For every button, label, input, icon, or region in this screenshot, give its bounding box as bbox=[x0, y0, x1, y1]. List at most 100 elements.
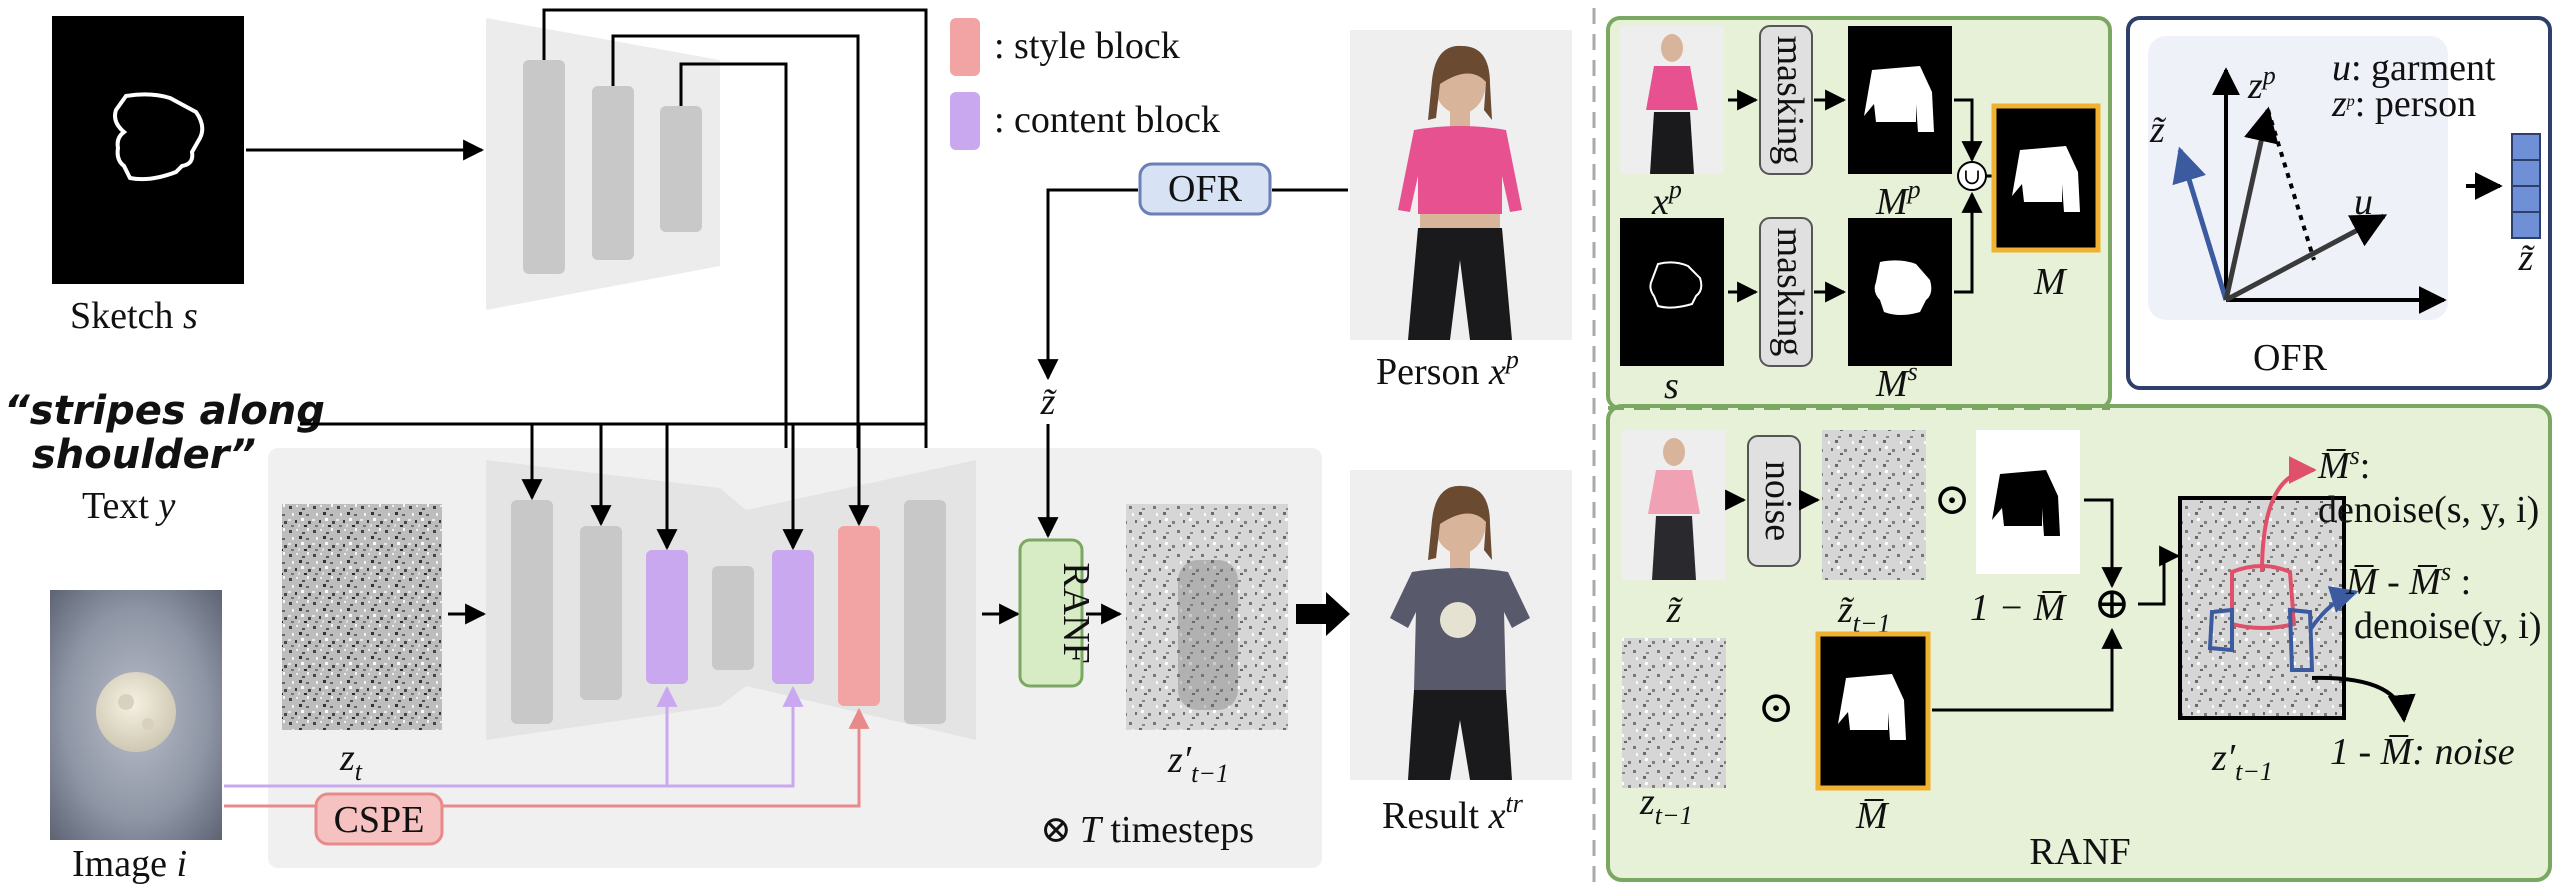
result-arrow bbox=[1296, 592, 1350, 636]
legend-content-label: : content block bbox=[994, 99, 1220, 141]
xp-head bbox=[1661, 34, 1683, 62]
text-quote-line1: “stripes along bbox=[4, 388, 325, 434]
moon bbox=[96, 672, 176, 752]
text-quote-line2: shoulder” bbox=[32, 432, 256, 478]
person-jeans bbox=[1408, 228, 1512, 340]
masking-label-1: masking bbox=[1769, 36, 1811, 165]
Ms-to-union bbox=[1954, 191, 1983, 294]
control-line-1 bbox=[542, 8, 937, 501]
z-t1-label: zt−1 bbox=[1639, 781, 1693, 830]
ranf-zprime-label: z′t−1 bbox=[2211, 737, 2273, 786]
control-line-3 bbox=[679, 62, 797, 549]
zprime-image bbox=[1126, 504, 1288, 730]
ann3-arrow bbox=[2311, 675, 2416, 723]
sketch-outline bbox=[113, 92, 205, 182]
sketch-caption: Sketch s bbox=[70, 295, 198, 337]
encoder-block-1 bbox=[523, 60, 565, 274]
ofr-to-ztilde-line bbox=[1037, 188, 1138, 381]
result-moon-print bbox=[1440, 602, 1476, 638]
ofr-vector-u bbox=[2224, 213, 2388, 303]
masking-box-2 bbox=[1759, 217, 1813, 367]
noise-label: noise bbox=[1757, 461, 1799, 541]
ann1-line1: M̅s: bbox=[2317, 441, 2370, 487]
ofr-panel-title: OFR bbox=[2253, 337, 2328, 379]
person-hair bbox=[1428, 45, 1492, 120]
masking-label-2: masking bbox=[1769, 228, 1811, 357]
union-symbol: ∪ bbox=[1963, 164, 1981, 189]
inverse-mask-shape bbox=[1992, 470, 2060, 536]
timesteps-label: ⊗T timesteps bbox=[1040, 809, 1254, 851]
result-neck bbox=[1450, 550, 1470, 568]
ofr-plot-area bbox=[2148, 36, 2448, 320]
ranf-ztilde-jeans bbox=[1652, 516, 1696, 580]
masking-box-1 bbox=[1759, 25, 1813, 175]
Mbar-mask bbox=[1815, 631, 1931, 791]
ranf-ztilde-label: z̃ bbox=[1666, 589, 1684, 631]
unet-content-block-1 bbox=[646, 550, 688, 684]
ofr-vector-zp bbox=[2223, 106, 2279, 301]
unet-block-mid bbox=[712, 566, 754, 670]
ofr-box bbox=[1138, 162, 1272, 216]
Ms-label: Ms bbox=[1875, 357, 1918, 405]
Mbar-to-oplus bbox=[1932, 627, 2123, 712]
encoder-block-3 bbox=[660, 106, 702, 232]
ofr-legend-u: u: garment bbox=[2332, 47, 2496, 89]
text-caption: Text y bbox=[82, 485, 175, 527]
Mbar-label: M̅ bbox=[1855, 795, 1890, 837]
xp-label: xp bbox=[1651, 175, 1682, 223]
zt-label: zt bbox=[339, 737, 363, 786]
unet-block-2 bbox=[580, 526, 622, 700]
image-caption: Image i bbox=[72, 843, 187, 885]
M-label: M bbox=[2033, 261, 2068, 303]
control-line-2 bbox=[611, 34, 869, 529]
s-label: s bbox=[1664, 365, 1679, 407]
ofr-output-stack bbox=[2511, 133, 2541, 239]
xp-top bbox=[1646, 66, 1698, 110]
oplus-to-result bbox=[2138, 545, 2181, 606]
legend-style-label: : style block bbox=[994, 25, 1180, 67]
Mbar-shape bbox=[1838, 674, 1906, 740]
cspe-box bbox=[314, 792, 444, 846]
ofr-axis-u-label: u bbox=[2354, 181, 2373, 223]
legend-content-swatch bbox=[950, 92, 980, 150]
ranf-ztilde-top bbox=[1648, 470, 1700, 514]
person-caption: Person xp bbox=[1376, 345, 1519, 393]
ranf-region-red bbox=[2230, 564, 2297, 630]
s-thumb bbox=[1620, 218, 1724, 366]
ofr-box-label: OFR bbox=[1168, 168, 1243, 210]
ranf-region-blue-right bbox=[2287, 607, 2315, 672]
ranf-box bbox=[1018, 538, 1084, 688]
ztilde-label: z̃ bbox=[1040, 381, 1058, 423]
ranf-region-blue-left bbox=[2207, 607, 2234, 653]
mask-to-oplus bbox=[2084, 498, 2123, 589]
ann2-arrow bbox=[2308, 586, 2359, 632]
result-hair bbox=[1428, 485, 1492, 560]
ann2-line1: M̅ - M̅s : bbox=[2345, 557, 2471, 603]
ann3-label: 1 - M̅: noise bbox=[2330, 731, 2515, 773]
ofr-axis-ztilde-label: z̃ bbox=[2149, 109, 2167, 151]
style-line-2 bbox=[442, 707, 870, 808]
encoder-block-2 bbox=[592, 86, 634, 260]
sketch-image bbox=[52, 16, 244, 284]
person-midriff bbox=[1420, 214, 1500, 228]
odot-1: ⊙ bbox=[1934, 475, 1971, 524]
z-t1-image bbox=[1622, 638, 1726, 788]
ranf-ztilde-head bbox=[1663, 438, 1685, 466]
Mp-shape bbox=[1864, 66, 1934, 132]
zprime-figure bbox=[1178, 560, 1238, 710]
ofr-legend-zp: zp: person bbox=[2331, 83, 2476, 125]
unet-style-block bbox=[838, 526, 880, 706]
ann1-line2: denoise(s, y, i) bbox=[2318, 489, 2539, 531]
ofr-vector-ztilde bbox=[2172, 146, 2229, 301]
xp-jeans bbox=[1650, 112, 1694, 174]
odot-2: ⊙ bbox=[1758, 683, 1795, 732]
moon-crater bbox=[142, 718, 154, 730]
unet-content-block-2 bbox=[772, 550, 814, 684]
ztilde-t1-image bbox=[1822, 430, 1926, 580]
Ms-shape bbox=[1874, 260, 1932, 315]
content-line-2 bbox=[667, 685, 804, 788]
unet-block-out bbox=[904, 500, 946, 724]
ofr-axis-zp-label: zp bbox=[2247, 61, 2276, 107]
ranf-zprime-image bbox=[2178, 496, 2346, 720]
